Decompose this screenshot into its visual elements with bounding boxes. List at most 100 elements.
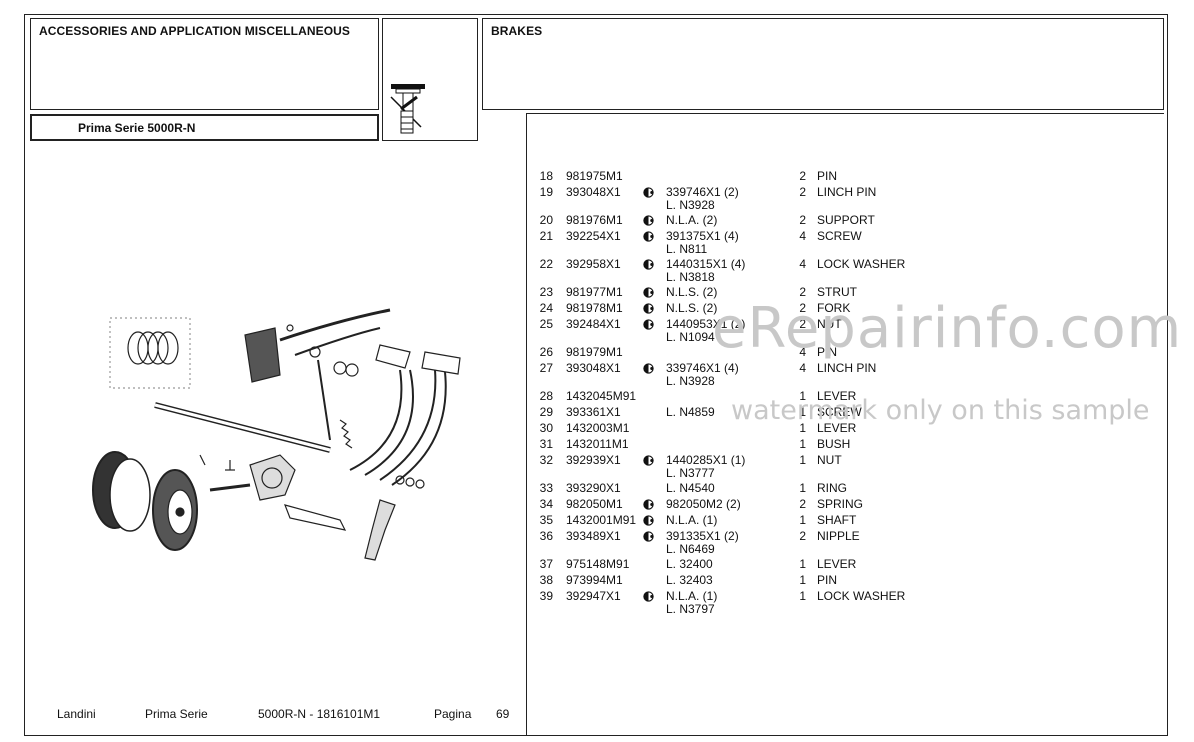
part-description: FORK	[817, 301, 851, 315]
serial-limit-note: L. N811	[666, 242, 708, 256]
replacement-part: 982050M2 (2)	[666, 497, 741, 511]
part-description: SPRING	[817, 497, 864, 511]
part-description: STRUT	[817, 285, 857, 299]
footer-page-label: Pagina	[434, 707, 472, 721]
quantity: 4	[799, 229, 806, 243]
replacement-indicator-icon	[643, 259, 654, 273]
ref-number: 27	[539, 361, 553, 375]
part-number: 981975M1	[566, 169, 623, 183]
divider-vertical	[526, 113, 527, 735]
part-description: PIN	[817, 573, 838, 587]
replacement-indicator-icon	[643, 231, 654, 245]
serial-limit-note: L. N3797	[666, 602, 715, 616]
ref-number: 38	[539, 573, 553, 587]
ref-number: 25	[539, 317, 553, 331]
serial-limit-note: L. N6469	[666, 542, 715, 556]
replacement-part: 1440953X1 (2)	[666, 317, 746, 331]
quantity: 4	[799, 345, 806, 359]
replacement-part: N.L.A. (2)	[666, 213, 718, 227]
ref-number: 39	[539, 589, 553, 603]
replacement-indicator-icon	[643, 287, 654, 301]
quantity: 4	[799, 361, 806, 375]
ref-number: 26	[539, 345, 553, 359]
part-number: 1432045M91	[566, 389, 637, 403]
part-description: RING	[817, 481, 847, 495]
part-description: SCREW	[817, 229, 862, 243]
part-description: PIN	[817, 345, 838, 359]
serial-limit-note: L. N3818	[666, 270, 715, 284]
parts-row: 26 981979M1 4 PIN	[535, 346, 1155, 362]
quantity: 2	[799, 169, 806, 183]
part-number: 1432001M91	[566, 513, 637, 527]
quantity: 1	[799, 437, 806, 451]
ref-number: 37	[539, 557, 553, 571]
quantity: 1	[799, 405, 806, 419]
replacement-part: N.L.S. (2)	[666, 301, 718, 315]
ref-number: 24	[539, 301, 553, 315]
quantity: 1	[799, 453, 806, 467]
series-label: Prima Serie 5000R-N	[78, 121, 196, 135]
serial-limit-note: L. N3928	[666, 198, 715, 212]
quantity: 2	[799, 497, 806, 511]
ref-number: 18	[539, 169, 553, 183]
ref-number: 34	[539, 497, 553, 511]
quantity: 2	[799, 301, 806, 315]
ref-number: 22	[539, 257, 553, 271]
disc-stack-illustration	[109, 317, 191, 389]
part-description: LINCH PIN	[817, 361, 877, 375]
replacement-part: L. 32400	[666, 557, 713, 571]
replacement-part: L. N4540	[666, 481, 715, 495]
part-number: 975148M91	[566, 557, 630, 571]
divider-horizontal	[526, 113, 1164, 114]
part-number: 1432011M1	[566, 437, 629, 451]
quantity: 4	[799, 257, 806, 271]
ref-number: 29	[539, 405, 553, 419]
part-description: NIPPLE	[817, 529, 860, 543]
serial-limit-note: L. N1094	[666, 330, 715, 344]
serial-limit-note: L. N3777	[666, 466, 715, 480]
ref-number: 31	[539, 437, 553, 451]
page-frame	[24, 14, 1168, 736]
replacement-indicator-icon	[643, 319, 654, 333]
part-number: 392958X1	[566, 257, 621, 271]
replacement-indicator-icon	[643, 303, 654, 317]
ref-number: 36	[539, 529, 553, 543]
part-description: LEVER	[817, 557, 857, 571]
part-description: SHAFT	[817, 513, 857, 527]
part-number: 981977M1	[566, 285, 623, 299]
replacement-indicator-icon	[643, 363, 654, 377]
section-title: ACCESSORIES AND APPLICATION MISCELLANEOU…	[39, 24, 351, 38]
footer-series: Prima Serie	[145, 707, 208, 721]
ref-number: 33	[539, 481, 553, 495]
quantity: 1	[799, 573, 806, 587]
quantity: 1	[799, 389, 806, 403]
part-number: 392484X1	[566, 317, 621, 331]
replacement-part: 1440285X1 (1)	[666, 453, 746, 467]
part-number: 392939X1	[566, 453, 621, 467]
part-description: NUT	[817, 317, 842, 331]
replacement-indicator-icon	[643, 591, 654, 605]
ref-number: 35	[539, 513, 553, 527]
ref-number: 19	[539, 185, 553, 199]
footer-page-number: 69	[496, 707, 510, 721]
group-title: BRAKES	[491, 24, 543, 38]
footer-brand: Landini	[57, 707, 96, 721]
serial-limit-note: L. N3928	[666, 374, 715, 388]
part-number: 393048X1	[566, 361, 621, 375]
quantity: 1	[799, 589, 806, 603]
quantity: 2	[799, 185, 806, 199]
replacement-indicator-icon	[643, 531, 654, 545]
part-number: 981979M1	[566, 345, 623, 359]
